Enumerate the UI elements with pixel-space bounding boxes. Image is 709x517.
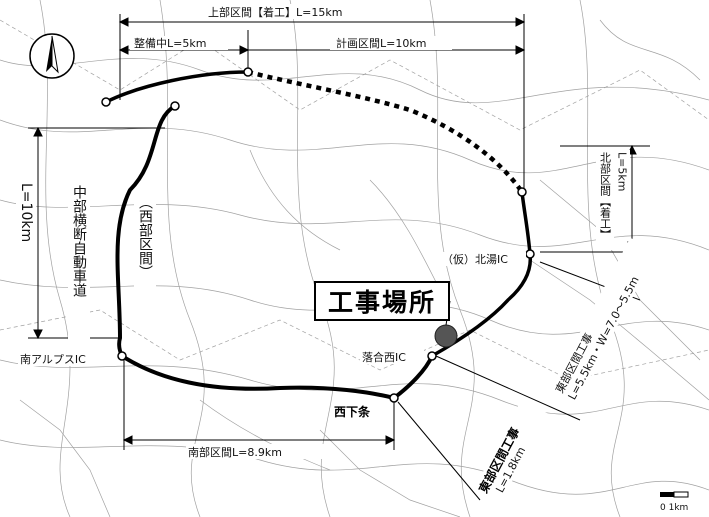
ic-marker (101, 97, 111, 107)
label-ic-ochiai: 落合西IC (362, 350, 406, 364)
label-ic-right: （仮）北湯IC (442, 253, 508, 266)
south-route-line (120, 354, 434, 401)
ic-marker (117, 351, 127, 361)
label-north-length: L=5km (616, 152, 629, 191)
west-route-line (115, 104, 177, 357)
label-nishishimojo: 西下条 (334, 404, 371, 419)
label-length-10km: L=10km (18, 183, 34, 242)
ic-markers (101, 67, 535, 403)
ic-marker (389, 393, 399, 403)
site-marker (434, 324, 458, 348)
ic-marker (517, 187, 527, 197)
ic-marker (243, 67, 253, 77)
ic-marker (525, 249, 535, 259)
label-west-section: （西部区間） (137, 195, 153, 279)
scale-label: 0 1km (660, 503, 688, 513)
scale-bar: 0 1km (660, 491, 689, 513)
site-label: 工事場所 (314, 281, 450, 321)
label-south-section: 南部区間L=8.9km (188, 445, 282, 459)
label-central-road: 中部横断自動車道 (71, 185, 87, 298)
label-ic-left: 南アルプスIC (20, 353, 86, 366)
route-line (105, 70, 249, 104)
ic-marker (170, 101, 180, 111)
ic-marker (427, 351, 437, 361)
label-north-section: 北部区間【着工】 (599, 152, 612, 240)
label-preparing: 整備中L=5km (134, 36, 206, 50)
label-total-section: 上部区間【着工】L=15km (208, 5, 342, 19)
east-route-line (431, 191, 533, 358)
north-arrow-icon (29, 33, 75, 79)
label-planned: 計画区間L=10km (336, 36, 426, 50)
planned-route (247, 69, 524, 194)
dimension-lines (28, 14, 650, 501)
